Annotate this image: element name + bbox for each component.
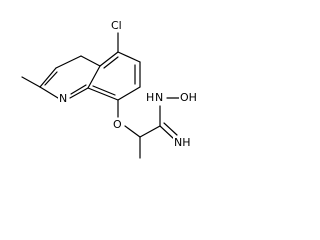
hydroxylamine-nitrogen-label: N bbox=[154, 91, 165, 104]
bond-c8-c8a-inner bbox=[92, 85, 116, 96]
bond-c5-c6 bbox=[117, 51, 141, 63]
bond-c2-c3 bbox=[39, 67, 57, 88]
bond-o-ch bbox=[124, 125, 141, 138]
bond-methyl bbox=[21, 76, 41, 88]
quinoline-nitrogen-label: N bbox=[58, 92, 69, 105]
bond-ch-c-amidine bbox=[139, 125, 161, 138]
bond-c8a-c4a bbox=[87, 65, 101, 89]
bond-c8-c8a bbox=[87, 87, 119, 101]
chlorine-atom-label: Cl bbox=[110, 19, 123, 32]
bond-c4a-c5-inner bbox=[103, 56, 119, 69]
bond-c3-c4 bbox=[55, 55, 82, 69]
ether-oxygen-label: O bbox=[112, 118, 123, 131]
hydroxylamine-h-label: H bbox=[145, 91, 156, 104]
bond-c7-c8 bbox=[117, 86, 141, 101]
bond-layer bbox=[21, 32, 181, 159]
amidine-imine-label: NH bbox=[173, 136, 192, 149]
bond-c2-c3-inner bbox=[44, 71, 58, 86]
hydroxyl-group-label: OH bbox=[179, 91, 198, 104]
bond-c-nh-double bbox=[159, 125, 175, 140]
bond-n1-c8a-inner bbox=[70, 84, 87, 95]
bond-n1-c8a bbox=[69, 87, 89, 99]
bond-c4a-c5 bbox=[99, 51, 119, 67]
bond-c2-n1 bbox=[39, 86, 59, 99]
bond-c-nh-double-inner bbox=[163, 122, 178, 136]
bond-c4-c4a bbox=[80, 55, 101, 67]
structure-diagram: Cl N O H N OH NH bbox=[21, 19, 198, 159]
